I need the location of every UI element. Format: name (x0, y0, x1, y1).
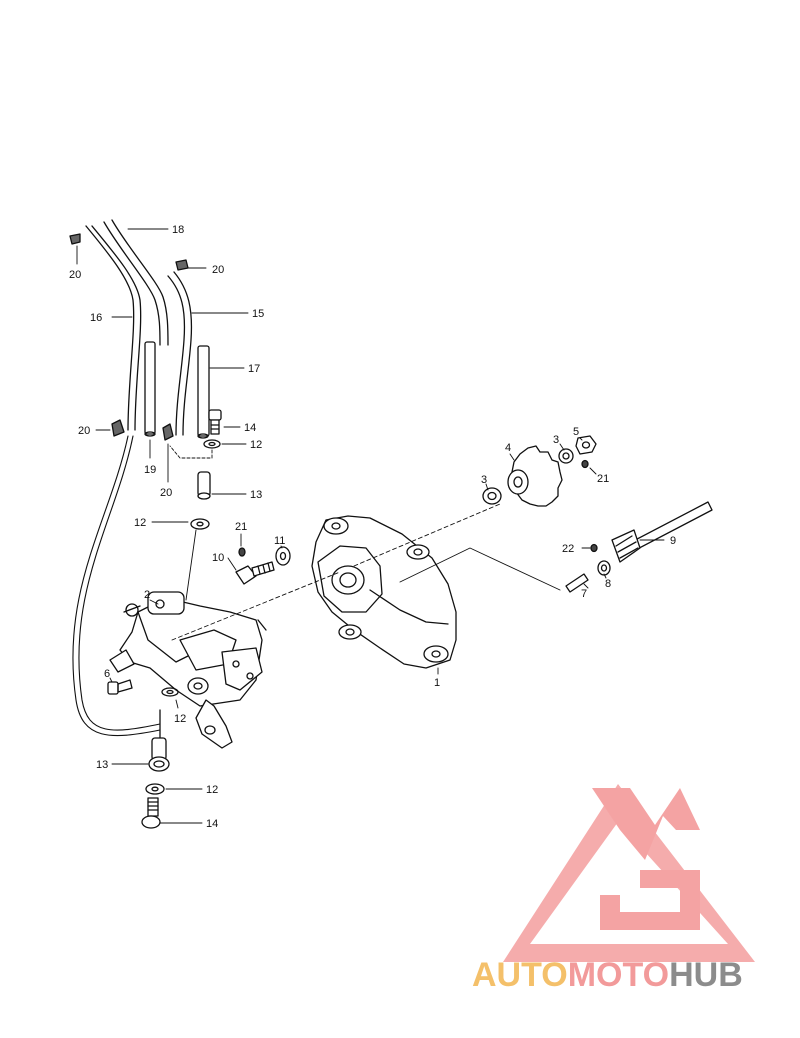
assembly-line-top (169, 445, 213, 459)
hose-clip-20-mid-left (111, 419, 125, 437)
washer-11 (275, 546, 291, 566)
callout-7: 7 (581, 588, 587, 600)
callout-9: 9 (670, 535, 676, 547)
callout-labels: 18 20 20 16 15 17 20 14 12 19 20 13 12 2… (69, 224, 676, 830)
oil-hose-15 (167, 271, 193, 436)
logo-text-auto: AUTO (472, 956, 568, 994)
callout-12-upper-mid: 12 (134, 517, 146, 529)
gear-4 (507, 445, 563, 507)
oil-hose-18 (103, 219, 169, 346)
callout-12-bottom: 12 (206, 784, 218, 796)
callout-12-lower-mid: 12 (174, 713, 186, 725)
o-ring-21-right (581, 459, 589, 469)
callout-15: 15 (252, 308, 264, 320)
screw-6 (107, 679, 133, 695)
callout-14-bottom: 14 (206, 818, 218, 830)
washer-3-right (558, 448, 574, 464)
assembly-line-pin (399, 547, 561, 591)
logo-text-hub: HUB (669, 956, 743, 994)
assembly-line-fitting (185, 529, 197, 601)
callout-6: 6 (104, 668, 110, 680)
logo-m-icon (592, 788, 700, 860)
assembly-line-axis (171, 503, 501, 641)
leader-lines (76, 228, 665, 824)
nut-5 (575, 435, 597, 455)
hose-clip-20-top-right (175, 259, 189, 271)
watermark-logo: AUTOMOTOHUB (472, 784, 755, 994)
oil-hose-17 (197, 345, 210, 439)
callout-22: 22 (562, 543, 574, 555)
woodruff-key-22 (590, 543, 598, 553)
callout-5: 5 (573, 426, 579, 438)
callout-19: 19 (144, 464, 156, 476)
washer-12-upper-mid (190, 518, 210, 530)
logo-g-icon (600, 870, 700, 930)
callout-8: 8 (605, 578, 611, 590)
oil-hose-19 (144, 341, 156, 437)
hose-clip-20-top-left (69, 233, 81, 245)
banjo-bolt-14-bottom (141, 797, 161, 829)
o-ring-21-left (238, 547, 246, 557)
logo-text-moto: MOTO (568, 956, 669, 994)
hose-clip-20-mid (162, 423, 174, 441)
callout-16: 16 (90, 312, 102, 324)
callout-21-right: 21 (597, 473, 609, 485)
callout-12-top: 12 (250, 439, 262, 451)
oil-hose-16 (85, 225, 142, 431)
callout-3-right: 3 (553, 434, 559, 446)
bolt-10 (235, 561, 275, 585)
banjo-fitting-13-bottom (148, 709, 170, 772)
banjo-fitting-13-top (197, 471, 211, 500)
callout-1: 1 (434, 677, 440, 689)
callout-20-top-left: 20 (69, 269, 81, 281)
pin-7 (565, 573, 589, 593)
hose-loop (72, 435, 161, 737)
callout-13-bottom: 13 (96, 759, 108, 771)
callout-20-mid: 20 (160, 487, 172, 499)
drive-shaft-9 (611, 501, 713, 563)
washer-8 (597, 560, 611, 576)
callout-11: 11 (274, 535, 285, 547)
washer-12-lower-mid (161, 687, 179, 697)
washer-12-bottom (145, 783, 165, 795)
washer-12-top (203, 439, 221, 449)
callout-20-top-right: 20 (212, 264, 224, 276)
pump-cover-plate-1 (311, 515, 457, 669)
callout-17: 17 (248, 363, 260, 375)
washer-3-left (482, 487, 502, 505)
callout-3-left: 3 (481, 474, 487, 486)
callout-13-top: 13 (250, 489, 262, 501)
callout-10: 10 (212, 552, 224, 564)
logo-text: AUTOMOTOHUB (472, 956, 743, 994)
banjo-bolt-14-top (208, 409, 222, 435)
callout-2: 2 (144, 589, 150, 601)
oil-pump-assembly (109, 591, 267, 749)
callout-14-top: 14 (244, 422, 256, 434)
callout-21-left: 21 (235, 521, 247, 533)
callout-4: 4 (505, 442, 511, 454)
callout-18: 18 (172, 224, 184, 236)
callout-20-mid-left: 20 (78, 425, 90, 437)
